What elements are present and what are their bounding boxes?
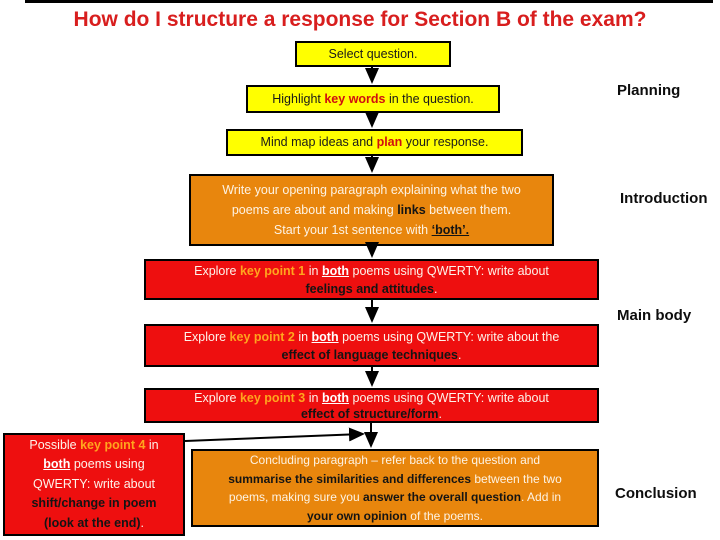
flow-box-key-point-1: Explore key point 1 in both poems using … [144,259,599,300]
stage-label-conclusion: Conclusion [615,485,697,502]
flow-box-mind-map: Mind map ideas and plan your response. [226,129,523,156]
stage-label-planning: Planning [617,82,681,99]
stage-label-introduction: Introduction [620,190,708,207]
connector-key4-to-flow [184,427,365,442]
flow-box-highlight-key-words: Highlight key words in the question. [246,85,500,113]
slide-title: How do I structure a response for Sectio… [73,8,647,31]
flow-box-conclusion: Concluding paragraph – refer back to the… [191,449,599,527]
stage-label-main-body: Main body [617,307,692,324]
flow-box-key-point-2: Explore key point 2 in both poems using … [144,324,599,367]
top-border-line [25,0,713,3]
flow-box-key-point-3: Explore key point 3 in both poems using … [144,388,599,423]
flow-box-select-question: Select question. [295,41,451,67]
flow-box-introduction: Write your opening paragraph explaining … [189,174,554,246]
